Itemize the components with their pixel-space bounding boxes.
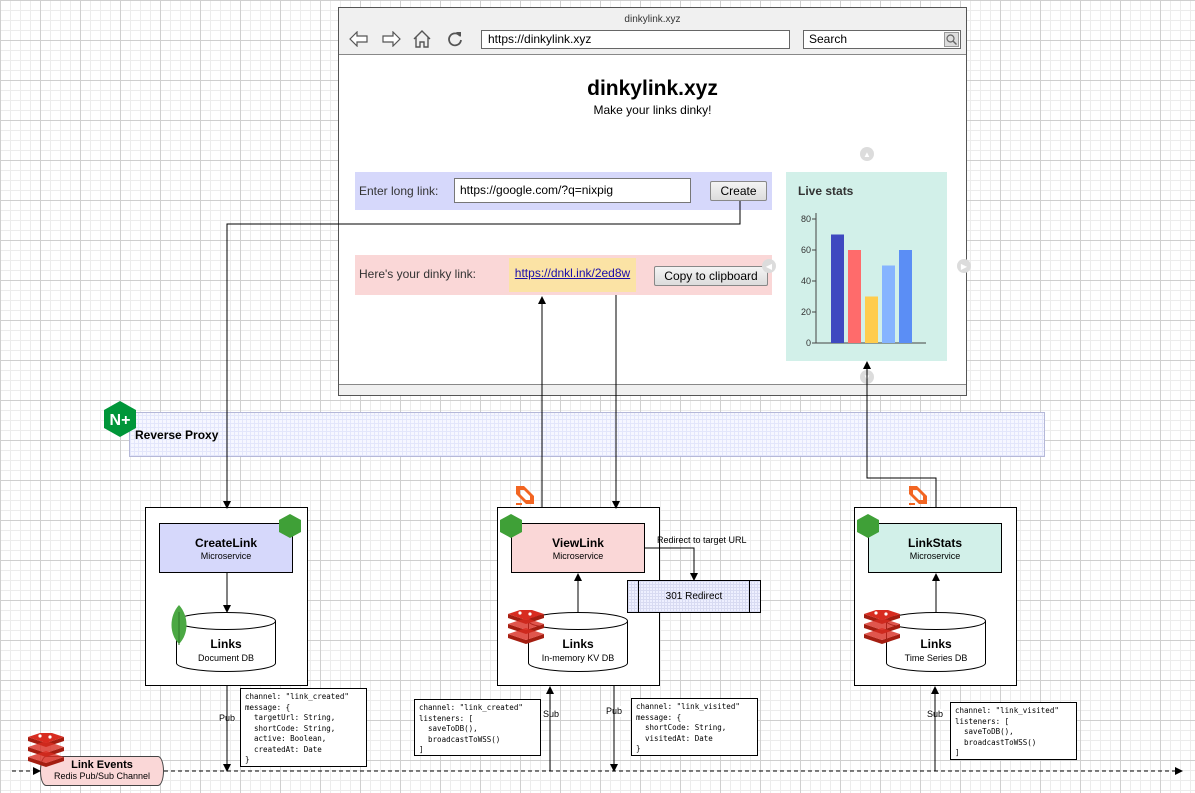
view-sub-listeners-code: channel: "link_created" listeners: [ sav… xyxy=(414,699,541,756)
viewlink-db-name: Links xyxy=(562,637,594,651)
createlink-name: CreateLink xyxy=(194,536,258,550)
home-icon[interactable] xyxy=(411,28,433,50)
viewlink-microservice[interactable]: ViewLink Microservice xyxy=(511,523,645,573)
nats-icon xyxy=(909,486,927,505)
link-events-name: Link Events xyxy=(71,759,133,771)
nginx-plus-icon: N+ xyxy=(103,400,137,438)
y-tick-label: 60 xyxy=(801,245,811,255)
viewlink-sub: Microservice xyxy=(552,551,604,561)
search-input[interactable]: Search xyxy=(803,30,961,49)
createlink-microservice[interactable]: CreateLink Microservice xyxy=(159,523,293,573)
nats-icon xyxy=(516,486,534,505)
mongodb-hex-icon xyxy=(857,514,879,538)
y-tick-label: 40 xyxy=(801,276,811,286)
redis-icon xyxy=(508,610,544,644)
linkstats-db-sub: Time Series DB xyxy=(904,653,968,663)
viewlink-db-cylinder xyxy=(528,612,628,672)
linkstats-microservice[interactable]: LinkStats Microservice xyxy=(868,523,1002,573)
chart-bar xyxy=(865,296,878,343)
redirect-edge-label: Redirect to target URL xyxy=(657,535,747,545)
search-icon[interactable] xyxy=(944,32,959,47)
y-tick-label: 0 xyxy=(806,338,811,348)
scroll-right-icon[interactable]: ▶ xyxy=(957,259,971,273)
createlink-db-cylinder xyxy=(176,612,276,672)
browser-toolbar: dinkylink.xyz https://dinkylink.xyz Sear… xyxy=(339,8,966,55)
reverse-proxy-label: Reverse Proxy xyxy=(135,428,219,442)
scroll-down-icon[interactable]: ▼ xyxy=(860,370,874,384)
linkstats-sub: Microservice xyxy=(909,551,961,561)
redis-icon xyxy=(864,610,900,644)
create-button[interactable]: Create xyxy=(710,181,767,201)
createlink-sub: Microservice xyxy=(200,551,252,561)
chart-bar xyxy=(899,250,912,343)
back-arrow-icon[interactable] xyxy=(348,28,370,50)
y-tick-label: 80 xyxy=(801,214,811,224)
viewlink-db-sub: In-memory KV DB xyxy=(541,653,615,663)
stats-sub-label: Sub xyxy=(927,709,944,720)
url-bar[interactable]: https://dinkylink.xyz xyxy=(481,30,790,49)
y-tick-label: 20 xyxy=(801,307,811,317)
createlink-db-sub: Document DB xyxy=(197,653,255,663)
tab-title: dinkylink.xyz xyxy=(624,14,681,25)
scroll-left-icon[interactable]: ◀ xyxy=(762,259,776,273)
createlink-db-label: Links Document DB xyxy=(176,637,276,663)
viewlink-name: ViewLink xyxy=(552,536,604,550)
redirect-box: 301 Redirect xyxy=(627,580,761,613)
linkstats-name: LinkStats xyxy=(907,536,962,550)
refresh-icon[interactable] xyxy=(444,28,466,50)
link-events-sub: Redis Pub/Sub Channel xyxy=(53,771,151,781)
search-placeholder: Search xyxy=(809,32,848,46)
linkstats-db-label: Links Time Series DB xyxy=(886,637,986,663)
dinky-link-label: Here's your dinky link: xyxy=(359,267,476,281)
dinky-link[interactable]: https://dnkl.ink/2ed8w xyxy=(509,258,636,292)
copy-to-clipboard-button[interactable]: Copy to clipboard xyxy=(654,266,768,286)
viewlink-db-label: Links In-memory KV DB xyxy=(528,637,628,663)
chart-bar xyxy=(831,234,844,343)
redirect-box-label: 301 Redirect xyxy=(665,591,723,602)
scroll-up-icon[interactable]: ▲ xyxy=(860,147,874,161)
reverse-proxy-band xyxy=(129,412,1045,457)
linkstats-db-name: Links xyxy=(920,637,952,651)
svg-text:N+: N+ xyxy=(110,412,131,429)
page-title: dinkylink.xyz xyxy=(587,77,718,100)
view-sub-label: Sub xyxy=(543,709,560,720)
stats-sub-listeners-code: channel: "link_visited" listeners: [ sav… xyxy=(950,702,1077,760)
view-pub-label: Pub xyxy=(606,706,623,717)
createlink-db-name: Links xyxy=(210,637,242,651)
linkstats-db-cylinder xyxy=(886,612,986,672)
long-link-label: Enter long link: xyxy=(359,184,439,198)
live-stats-chart: 0 20 40 60 80 xyxy=(801,213,926,348)
mongodb-hex-icon xyxy=(279,514,301,538)
create-pub-message-code: channel: "link_created" message: { targe… xyxy=(240,688,367,767)
browser-statusbar xyxy=(339,384,966,395)
mongodb-hex-icon xyxy=(500,514,522,538)
page-subtitle: Make your links dinky! xyxy=(593,103,712,117)
long-link-input[interactable]: https://google.com/?q=nixpig xyxy=(454,178,691,203)
chart-bar xyxy=(882,265,895,343)
redis-icon xyxy=(28,733,64,767)
mongodb-leaf-icon xyxy=(171,605,187,645)
view-pub-message-code: channel: "link_visited" message: { short… xyxy=(631,698,758,756)
forward-arrow-icon[interactable] xyxy=(380,28,402,50)
live-stats-title: Live stats xyxy=(798,184,854,198)
create-pub-label: Pub xyxy=(219,713,236,724)
chart-bar xyxy=(848,250,861,343)
